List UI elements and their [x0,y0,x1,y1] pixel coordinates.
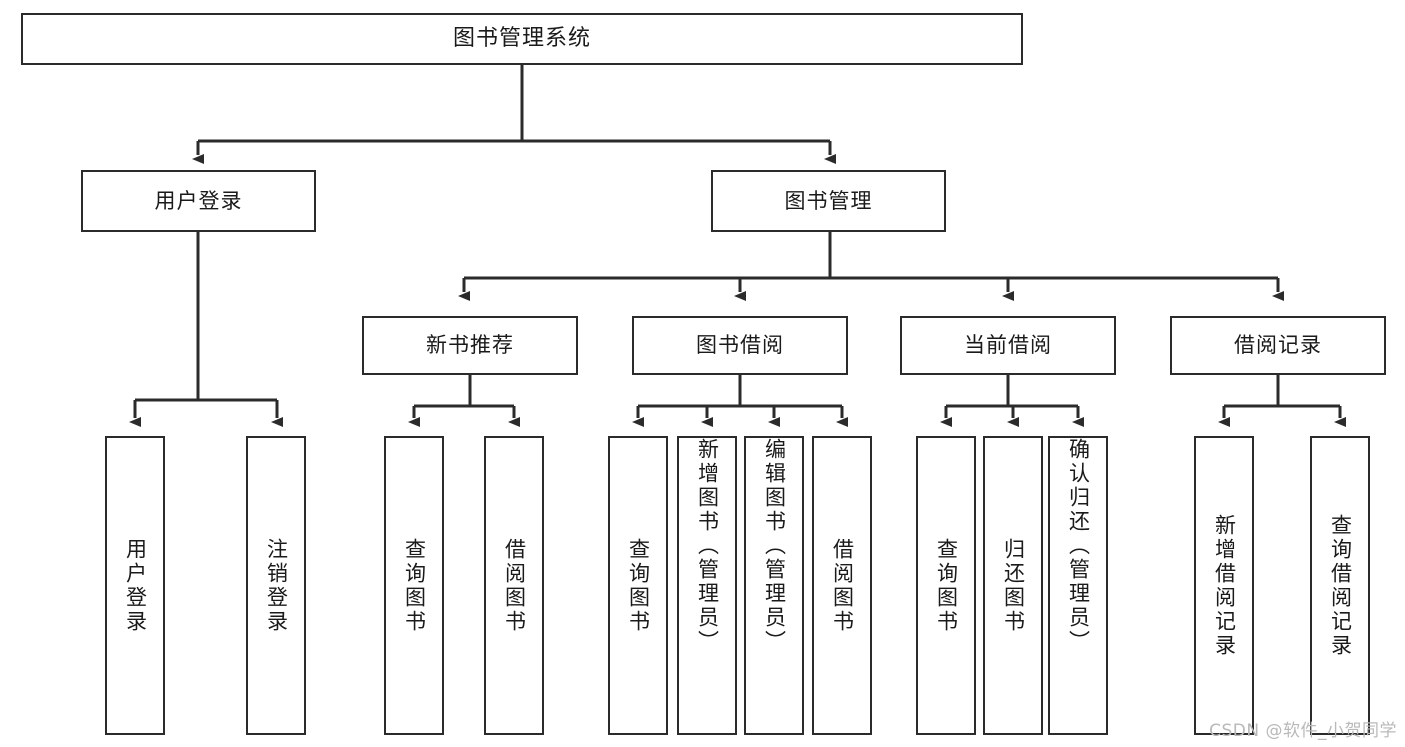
node-book-management[interactable]: 图书管理 [711,170,946,232]
node-leaf-add-book-admin-label: 新增图书（管理员） [695,438,720,654]
node-leaf-logout-label: 注销登录 [264,537,289,634]
node-leaf-user-login-label: 用户登录 [123,537,148,634]
node-book-borrow[interactable]: 图书借阅 [632,316,848,375]
node-leaf-logout[interactable]: 注销登录 [246,436,306,735]
node-leaf-borrow-book-2-label: 借阅图书 [830,537,855,634]
node-current-borrow-label: 当前借阅 [964,333,1052,358]
node-leaf-borrow-book-1-label: 借阅图书 [502,537,527,634]
node-user-login-label: 用户登录 [154,188,243,213]
node-book-borrow-label: 图书借阅 [696,333,784,358]
node-borrow-record-label: 借阅记录 [1234,333,1322,358]
node-leaf-edit-book-admin[interactable]: 编辑图书（管理员） [744,436,804,735]
node-new-book-recommend-label: 新书推荐 [426,333,514,358]
node-root-label: 图书管理系统 [452,26,591,52]
node-leaf-confirm-return-admin-label: 确认归还（管理员） [1066,438,1091,654]
node-user-login[interactable]: 用户登录 [81,170,316,232]
node-leaf-query-borrow-record[interactable]: 查询借阅记录 [1310,436,1370,735]
node-current-borrow[interactable]: 当前借阅 [900,316,1116,375]
node-leaf-query-book-2[interactable]: 查询图书 [608,436,668,735]
node-book-management-label: 图书管理 [784,188,873,213]
node-leaf-edit-book-admin-label: 编辑图书（管理员） [762,438,787,654]
node-borrow-record[interactable]: 借阅记录 [1170,316,1386,375]
node-root[interactable]: 图书管理系统 [21,13,1023,65]
node-leaf-query-book-3-label: 查询图书 [934,537,959,634]
node-leaf-return-book-label: 归还图书 [1001,537,1026,634]
node-leaf-add-borrow-record-label: 新增借阅记录 [1212,513,1237,658]
node-leaf-return-book[interactable]: 归还图书 [983,436,1043,735]
node-leaf-query-borrow-record-label: 查询借阅记录 [1328,513,1353,658]
node-leaf-borrow-book-2[interactable]: 借阅图书 [812,436,872,735]
csdn-watermark: CSDN @软件_小贺同学 [1209,721,1397,741]
node-leaf-add-book-admin[interactable]: 新增图书（管理员） [677,436,737,735]
node-new-book-recommend[interactable]: 新书推荐 [362,316,578,375]
node-leaf-add-borrow-record[interactable]: 新增借阅记录 [1194,436,1254,735]
node-leaf-user-login[interactable]: 用户登录 [105,436,165,735]
node-leaf-borrow-book-1[interactable]: 借阅图书 [484,436,544,735]
node-leaf-query-book-1[interactable]: 查询图书 [384,436,444,735]
node-leaf-query-book-1-label: 查询图书 [402,537,427,634]
node-leaf-query-book-3[interactable]: 查询图书 [916,436,976,735]
node-leaf-confirm-return-admin[interactable]: 确认归还（管理员） [1048,436,1108,735]
node-leaf-query-book-2-label: 查询图书 [626,537,651,634]
